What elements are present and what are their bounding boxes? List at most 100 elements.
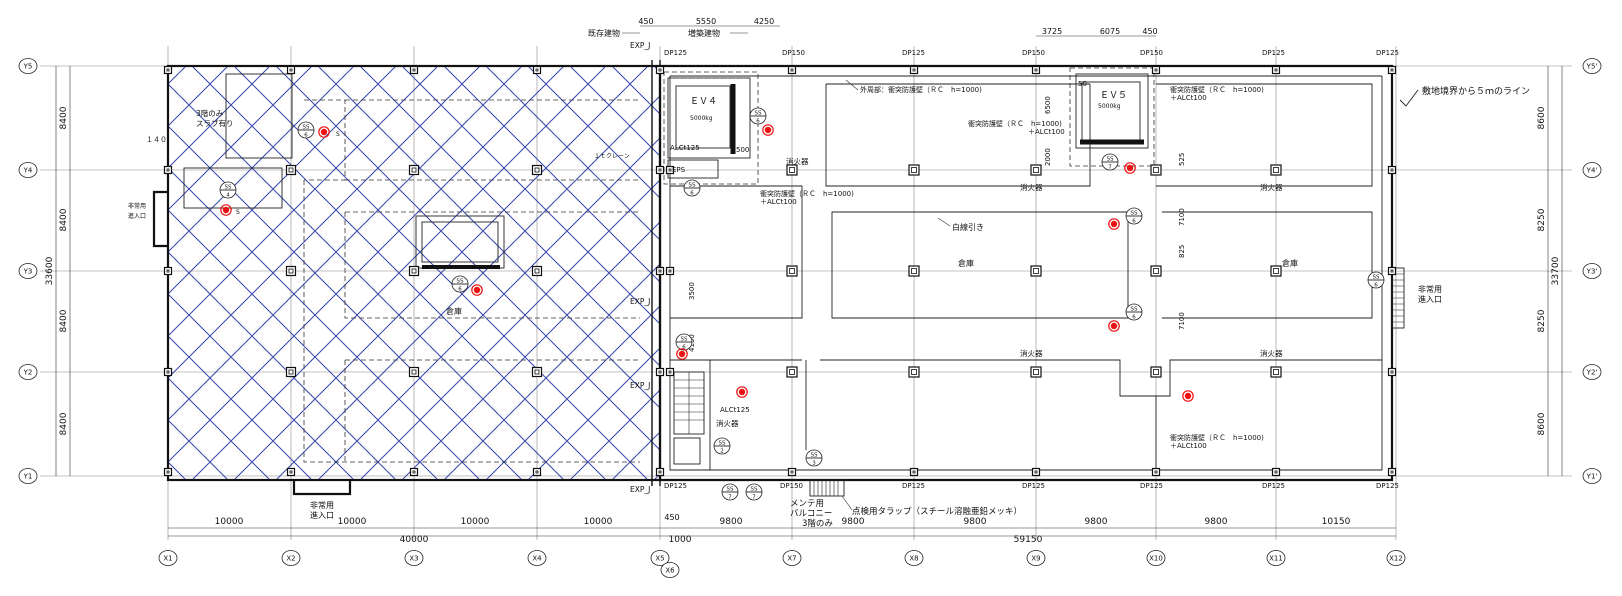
label-exp-j-mid: EXP_J [630, 297, 650, 306]
symbol-top: SS [719, 441, 726, 447]
symbol-top: SS [681, 337, 688, 343]
column-inner [1390, 269, 1394, 273]
symbol-top: SS [303, 125, 310, 131]
label-maint-2: バルコニー [790, 509, 832, 519]
grid-bubble-label: X4 [532, 555, 542, 563]
label-crane: １ｔクレーン [594, 153, 630, 160]
column-inner [1154, 470, 1158, 474]
column-inner [411, 268, 417, 274]
north-right-block [1156, 83, 1373, 187]
dp-bot-6: DP125 [1262, 482, 1285, 490]
label-warehouse-2: 倉庫 [1282, 258, 1298, 268]
label-slab-1: 3階のみ [196, 108, 224, 118]
detector-dot [1110, 322, 1118, 330]
grid-bubble-right [1582, 263, 1602, 279]
column-inner [658, 370, 662, 374]
column-inner [1273, 167, 1279, 173]
label-warehouse-existing: 倉庫 [446, 306, 462, 316]
symbol-top: SS [1107, 157, 1114, 163]
symbol-num: 6 [690, 191, 694, 197]
grid-bubble-right [1582, 162, 1602, 178]
label-ev5-spec: 5000kg [1098, 103, 1121, 110]
dim-bottom-left: 10000 [461, 517, 490, 527]
dim-bottom-right: 10150 [1322, 517, 1351, 527]
existing-dashed-zones [303, 99, 640, 463]
ladder-rungs [813, 480, 839, 496]
symbol-top: SS [457, 279, 464, 285]
dp-top-3: DP125 [902, 49, 925, 57]
column-inner [1033, 268, 1039, 274]
label-emergency-left-1: 非常用 [128, 202, 146, 210]
dp-bot-5: DP125 [1140, 482, 1163, 490]
dp-bot-4: DP125 [1022, 482, 1045, 490]
column-inner [288, 167, 294, 173]
dp-bot-7: DP125 [1376, 482, 1399, 490]
detector-ring [220, 204, 232, 216]
detector-ring [736, 386, 748, 398]
symbol-num: 6 [1374, 283, 1378, 289]
grid-bubble-label: Y5' [1586, 63, 1598, 71]
small-core-left [183, 167, 283, 209]
detector-dot [222, 206, 230, 214]
dp-top-7: DP125 [1376, 49, 1399, 57]
symbol-top: SS [751, 487, 758, 493]
column-inner [411, 167, 417, 173]
column-inner [789, 369, 795, 375]
s-mark: S [236, 209, 240, 216]
detector-dot [738, 388, 746, 396]
column-inner [411, 369, 417, 375]
label-emergency-right-1: 非常用 [1418, 284, 1442, 294]
detector-dot [473, 286, 481, 294]
column-inner [911, 167, 917, 173]
grid-bubble-right [1582, 364, 1602, 380]
dp-top-1: DP125 [664, 49, 687, 57]
column-inner [1153, 369, 1159, 375]
dim-500: 500 [736, 146, 749, 154]
label-boundary-line: 敷地境界から５ｍのライン [1422, 85, 1530, 97]
annotation-texts: 既存建物 増築建物 EXP_J EXP_J EXP_J EXP_J DP125 … [128, 28, 1530, 529]
detector-ring [762, 124, 774, 136]
label-140: １４０ [146, 136, 167, 144]
dim-825: 825 [1178, 245, 1186, 258]
column-inner [535, 68, 539, 72]
s-mark: S [336, 131, 340, 138]
detector-dot [1184, 392, 1192, 400]
label-extension: 増築建物 [688, 28, 720, 38]
extinguisher-6: 消火器 [716, 418, 739, 428]
column-inner [1273, 268, 1279, 274]
grid-bubble-label: Y2' [1586, 369, 1598, 377]
extinguisher-1: 消火器 [786, 156, 809, 166]
ev-core-existing-inner [421, 221, 499, 263]
ev4-dashed-zone [663, 71, 759, 185]
dp-top-6: DP125 [1262, 49, 1285, 57]
symbol-top: SS [755, 111, 762, 117]
dim-left-total: 33600 [45, 256, 55, 285]
symbol-top: SS [1373, 275, 1380, 281]
symbol-num: 7 [752, 495, 756, 501]
symbol-num: 6 [756, 119, 760, 125]
column-inner [288, 268, 294, 274]
detector-ring [676, 348, 688, 360]
dim-bottom-right: 9800 [1085, 517, 1108, 527]
symbol-num: 2 [720, 449, 724, 455]
dim-top-b: 6075 [1100, 27, 1120, 36]
column-inner [1153, 268, 1159, 274]
dim-gap-1000: 1000 [669, 535, 692, 545]
label-alc-ev5: ＋ALCt100 [1028, 128, 1065, 136]
column-inner [534, 268, 540, 274]
maintenance-balcony [809, 479, 845, 497]
label-alc125-stair: ALCt125 [720, 406, 750, 414]
dim-6500: 6500 [1044, 96, 1052, 114]
column-inner [1390, 68, 1394, 72]
column-inner [1274, 470, 1278, 474]
grid-bubble-label: X2 [286, 555, 295, 563]
grid-bubble-label: Y1 [23, 473, 33, 481]
grid-bubble-y5 [18, 58, 38, 74]
column-inner [288, 369, 294, 375]
column-inner [412, 470, 416, 474]
label-slab-2: スラブ有り [196, 118, 234, 128]
dim-right-total: 33700 [1551, 256, 1561, 285]
ev4-car [675, 85, 731, 149]
dim-bottom-left: 10000 [215, 517, 244, 527]
